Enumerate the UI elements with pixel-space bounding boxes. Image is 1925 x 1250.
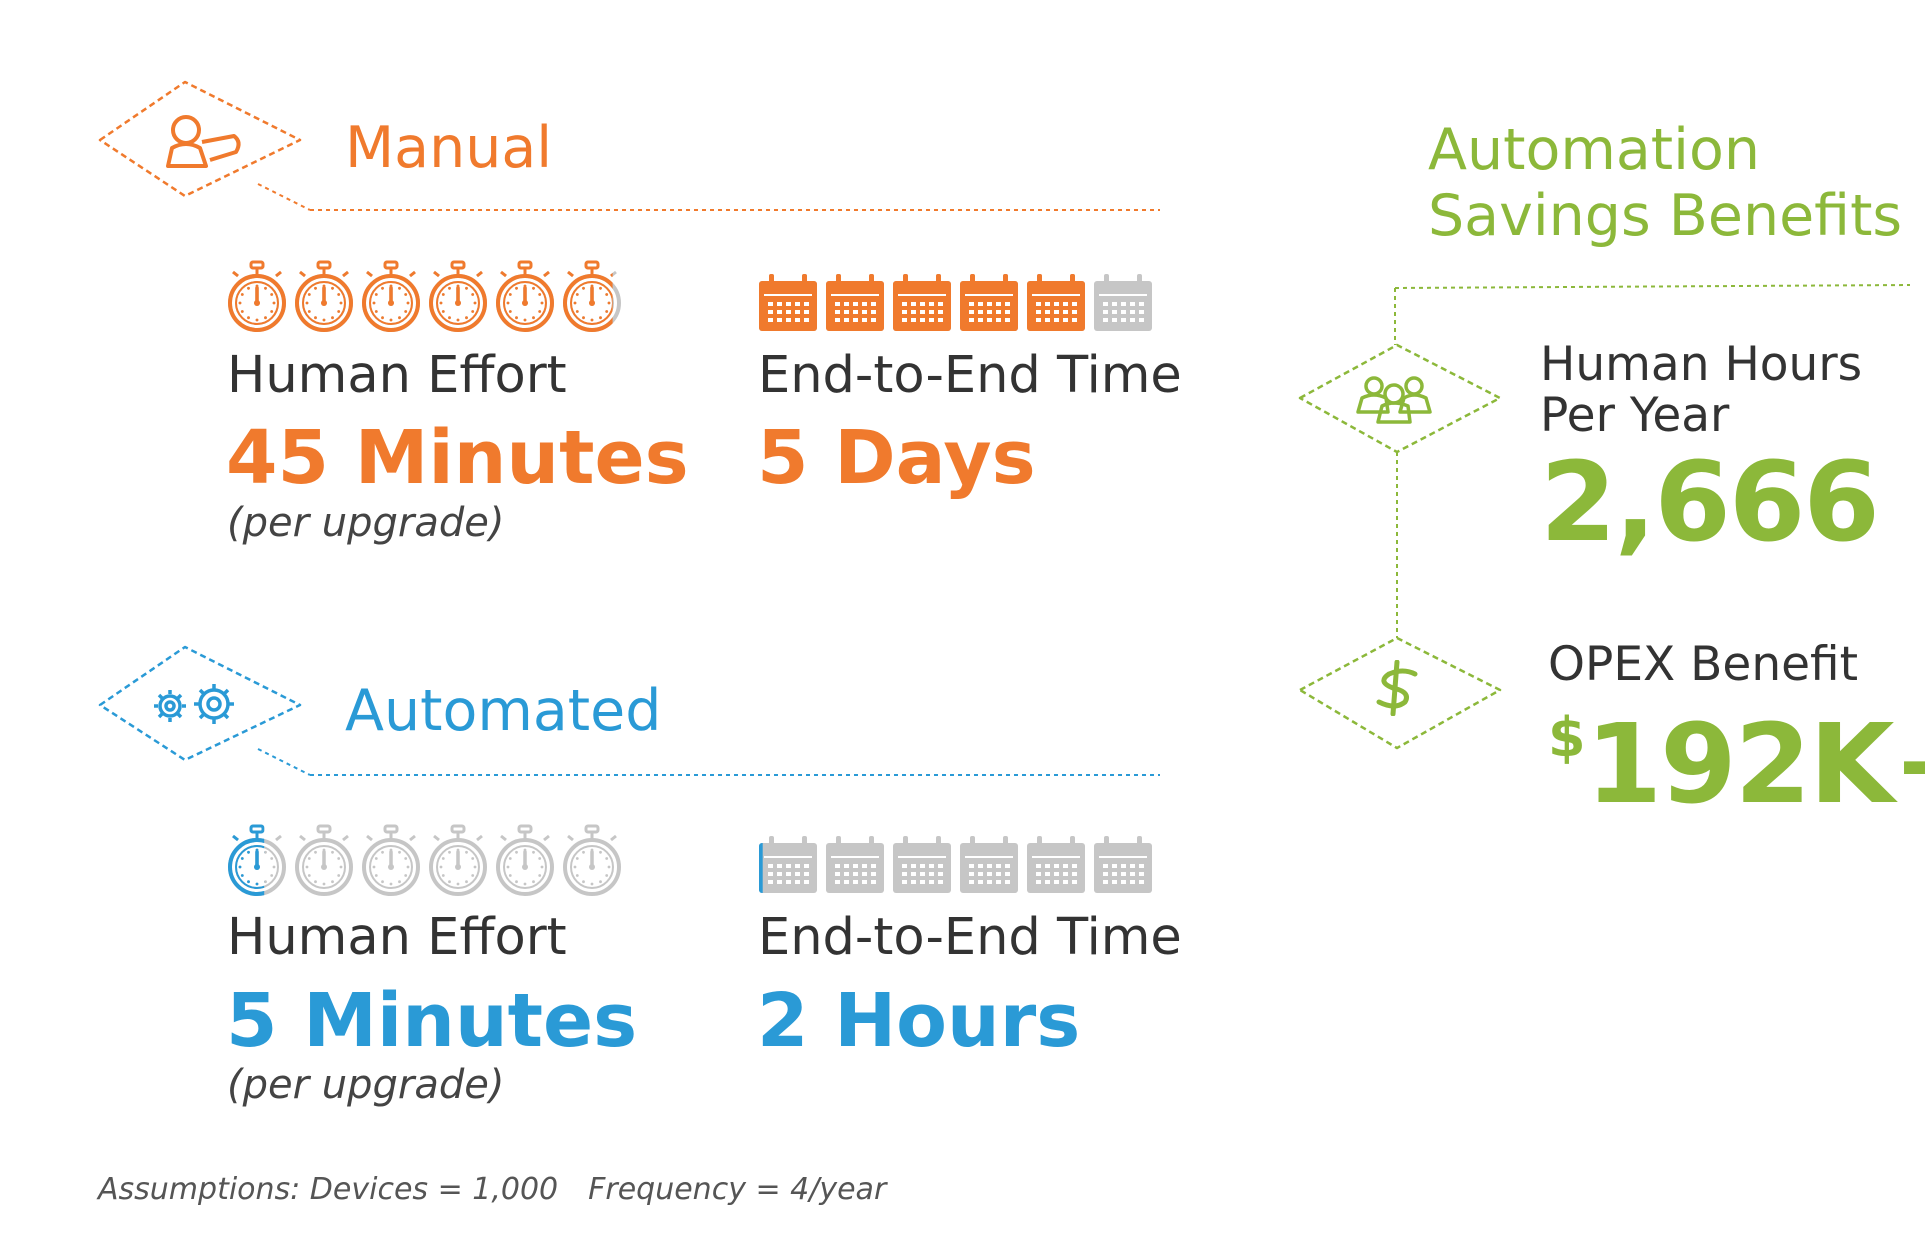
stopwatch-icon [362, 824, 420, 896]
manual-title: Manual [345, 115, 553, 181]
stopwatch-icon [228, 824, 286, 896]
opex-value-group: $192K+ [1548, 700, 1925, 828]
automated-time-label: End-to-End Time [758, 908, 1182, 967]
automated-stopwatch-row [224, 822, 626, 898]
person-icon [166, 115, 241, 168]
stopwatch-icon [563, 824, 621, 896]
benefits-title-line1: Automation [1428, 117, 1760, 183]
hours-label-line1: Human Hours [1540, 337, 1863, 392]
calendar-icon [826, 274, 884, 331]
calendar-icon [759, 274, 817, 331]
manual-time-label: End-to-End Time [758, 346, 1182, 405]
hours-label: Human Hours Per Year [1540, 337, 1863, 443]
automated-effort-value: 5 Minutes [226, 978, 638, 1064]
stopwatch-icon [429, 824, 487, 896]
assumptions-frequency: Frequency = 4/year [588, 1172, 887, 1207]
opex-label: OPEX Benefit [1548, 637, 1859, 692]
automated-calendar-row [756, 834, 1158, 896]
benefits-title-line2: Savings Benefits [1428, 182, 1903, 249]
stopwatch-icon [295, 260, 353, 332]
calendar-icon [960, 274, 1018, 331]
automated-diamond [98, 645, 1160, 776]
assumptions: Assumptions: Devices = 1,000 Frequency = … [98, 1172, 916, 1207]
calendar-icon [1094, 836, 1152, 893]
manual-effort-label: Human Effort [227, 346, 567, 405]
benefits-title: Automation Savings Benefits [1428, 117, 1903, 249]
calendar-icon [1027, 274, 1085, 331]
calendar-icon [893, 274, 951, 331]
gears-icon [154, 684, 234, 724]
stopwatch-icon [563, 260, 621, 332]
automated-time-value: 2 Hours [757, 978, 1081, 1064]
manual-diamond [98, 80, 1160, 211]
dollar-icon [1376, 660, 1418, 716]
opex-currency: $ [1548, 706, 1586, 769]
hours-value: 2,666 [1540, 438, 1880, 566]
automated-title: Automated [345, 678, 662, 744]
manual-time-value: 5 Days [757, 415, 1036, 501]
stopwatch-icon [496, 824, 554, 896]
manual-stopwatch-row [224, 258, 626, 334]
stopwatch-icon [496, 260, 554, 332]
automated-effort-label: Human Effort [227, 908, 567, 967]
calendar-icon [1094, 274, 1152, 331]
automated-effort-note: (per upgrade) [227, 1062, 505, 1108]
benefits-connectors [1298, 284, 1911, 750]
calendar-icon [826, 836, 884, 893]
people-group-icon [1356, 376, 1432, 424]
stopwatch-icon [295, 824, 353, 896]
stopwatch-icon [228, 260, 286, 332]
calendar-icon [893, 836, 951, 893]
manual-effort-note: (per upgrade) [227, 500, 505, 546]
manual-calendar-row [756, 272, 1158, 334]
stopwatch-icon [362, 260, 420, 332]
calendar-icon [960, 836, 1018, 893]
assumptions-devices: Assumptions: Devices = 1,000 [98, 1172, 559, 1207]
hours-label-line2: Per Year [1540, 387, 1730, 443]
calendar-icon [1027, 836, 1085, 893]
manual-effort-value: 45 Minutes [226, 415, 689, 501]
stopwatch-icon [429, 260, 487, 332]
calendar-icon [759, 836, 817, 893]
opex-value: 192K+ [1585, 700, 1925, 828]
